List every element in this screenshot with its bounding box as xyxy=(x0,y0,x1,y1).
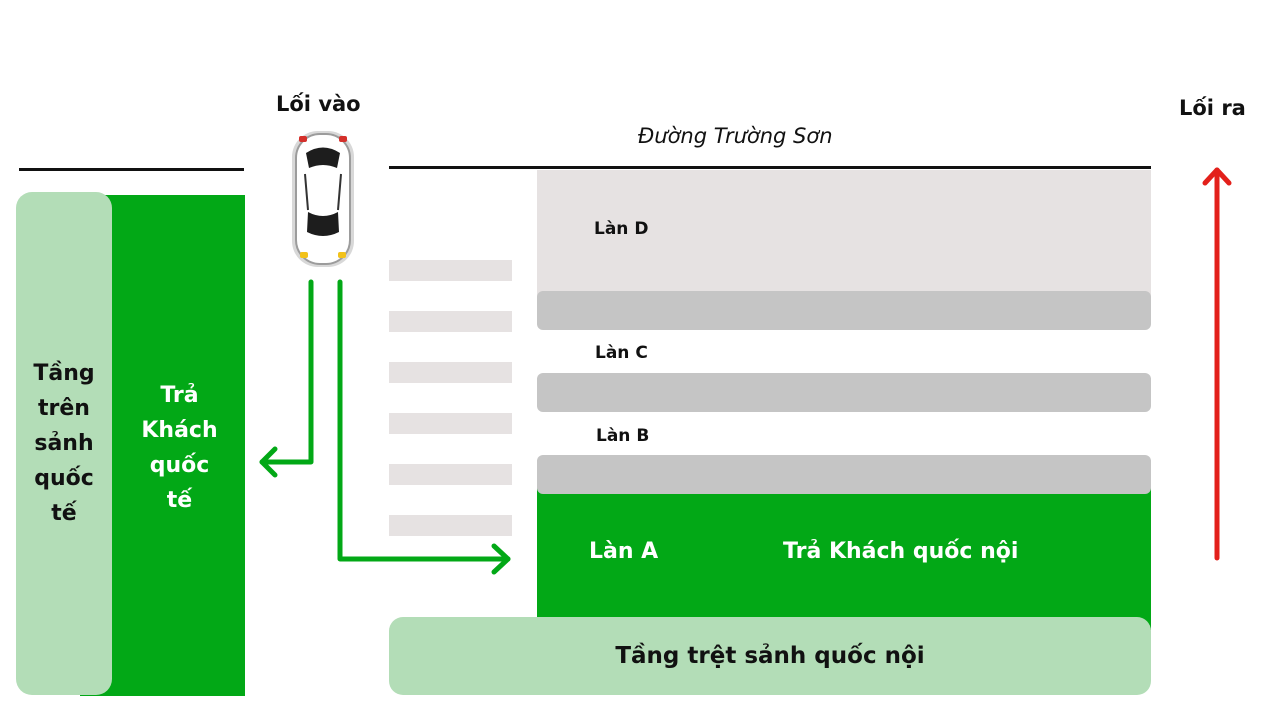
domestic-dropoff-label: Trả Khách quốc nội xyxy=(783,539,1019,564)
international-upper-hall: Tầng trên sảnh quốc tế xyxy=(16,192,112,695)
crosswalk-stripe xyxy=(389,260,512,281)
lane-divider-b xyxy=(537,455,1151,494)
road-name: Đường Trường Sơn xyxy=(638,124,833,148)
international-dropoff-label: Trả Khách quốc tế xyxy=(122,378,237,518)
international-dropoff-line-1: Trả xyxy=(160,383,199,408)
crosswalk-stripe xyxy=(389,413,512,434)
domestic-ground-hall: Tầng trệt sảnh quốc nội xyxy=(389,617,1151,695)
domestic-ground-hall-label: Tầng trệt sảnh quốc nội xyxy=(615,643,925,669)
international-upper-hall-line-4: quốc xyxy=(34,466,94,491)
exit-label: Lối ra xyxy=(1179,96,1246,120)
lane-d-area xyxy=(537,170,1151,300)
lane-d-label: Làn D xyxy=(594,219,649,239)
road-edge-left xyxy=(19,168,244,171)
international-dropoff-line-2: Khách xyxy=(141,418,218,443)
lane-a-dropoff-zone xyxy=(537,480,1151,630)
lane-a-label: Làn A xyxy=(589,539,659,564)
entrance-label: Lối vào xyxy=(276,92,361,116)
car-top-view-icon xyxy=(292,131,354,267)
international-dropoff-line-3: quốc xyxy=(149,453,210,478)
lane-divider-d xyxy=(537,291,1151,330)
international-upper-hall-line-2: trên xyxy=(38,396,90,421)
road-edge-right xyxy=(389,166,1151,169)
crosswalk-stripe xyxy=(389,311,512,332)
green-route-arrow-icon xyxy=(259,279,511,575)
international-upper-hall-line-1: Tầng xyxy=(33,361,95,386)
lane-c-label: Làn C xyxy=(595,343,648,363)
lane-b-label: Làn B xyxy=(596,426,650,446)
crosswalk-stripe xyxy=(389,464,512,485)
lane-divider-c xyxy=(537,373,1151,412)
crosswalk-stripe xyxy=(389,515,512,536)
red-up-arrow-icon xyxy=(1202,167,1232,561)
international-dropoff-line-4: tế xyxy=(166,488,193,513)
international-upper-hall-line-3: sảnh xyxy=(34,431,94,456)
crosswalk-stripe xyxy=(389,362,512,383)
international-upper-hall-line-5: tế xyxy=(51,501,77,526)
